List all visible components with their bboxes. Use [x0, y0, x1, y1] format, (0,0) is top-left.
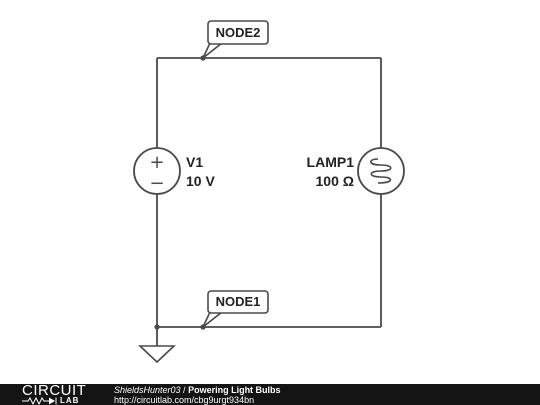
lamp-name-label: LAMP1	[307, 154, 355, 170]
lamp-value-label: 100 Ω	[316, 173, 354, 189]
source-value-label: 10 V	[186, 173, 215, 189]
node2-box	[207, 20, 269, 45]
node1-pointer	[202, 311, 225, 328]
node1-box	[207, 290, 269, 314]
node2-pointer	[202, 42, 225, 59]
voltage-source-circle	[133, 147, 181, 195]
lamp-lamp1[interactable]	[357, 147, 405, 195]
meta-separator: /	[180, 385, 189, 395]
ground-icon	[137, 345, 177, 364]
circuit-schematic: + − V1 10 V LAMP1 100 Ω NODE2 NODE1	[133, 20, 405, 364]
junction-dot-ground	[154, 324, 160, 330]
source-minus-sign: −	[149, 173, 164, 194]
circuit-title[interactable]: Powering Light Bulbs	[188, 385, 281, 395]
footer-bar: CIRCUIT LAB ShieldsHunter03 / Powering L…	[0, 382, 540, 405]
circuit-meta: ShieldsHunter03 / Powering Light Bulbs h…	[114, 385, 281, 405]
voltage-source-v1[interactable]: + −	[133, 147, 181, 195]
source-name-label: V1	[186, 154, 203, 170]
lamp-filament-icon	[370, 158, 392, 184]
logo-sub-text: LAB	[60, 396, 80, 405]
logo-wordmark: CIRCUIT	[22, 382, 87, 399]
circuitlab-logo[interactable]: CIRCUIT LAB	[22, 382, 98, 405]
node1-text: NODE1	[216, 294, 261, 309]
wires	[156, 57, 382, 346]
source-plus-sign: +	[149, 152, 164, 173]
author-name[interactable]: ShieldsHunter03	[114, 385, 181, 395]
node2-text: NODE2	[216, 25, 261, 40]
node-label-node1[interactable]: NODE1	[202, 290, 269, 328]
node-label-node2[interactable]: NODE2	[202, 20, 269, 59]
logo-resistor-icon	[22, 396, 57, 405]
circuit-url-link[interactable]: http://circuitlab.com/cbg9urgt934bn	[114, 395, 255, 405]
